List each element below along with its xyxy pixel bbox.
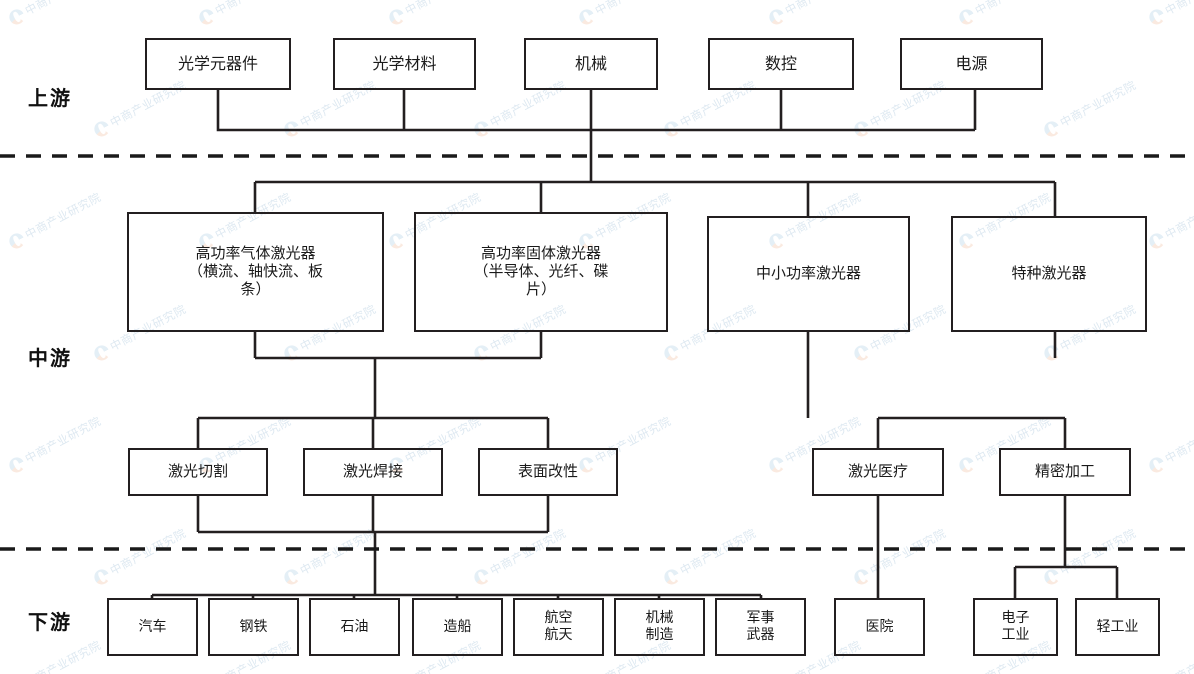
midstream-node-label: 特种激光器	[1011, 264, 1087, 283]
downstream-node-7[interactable]: 医院	[834, 598, 925, 656]
midstream-node-label: 中小功率激光器	[755, 264, 861, 283]
downstream-node-0[interactable]: 汽车	[107, 598, 198, 656]
application-node-2[interactable]: 表面改性	[478, 448, 618, 496]
application-node-3[interactable]: 激光医疗	[812, 448, 944, 496]
application-node-0[interactable]: 激光切割	[128, 448, 268, 496]
upstream-node-label: 数控	[764, 53, 797, 73]
downstream-node-label: 汽车	[138, 618, 167, 635]
downstream-node-label: 轻工业	[1096, 618, 1139, 635]
application-node-label: 表面改性	[517, 462, 578, 481]
upstream-node-2[interactable]: 机械	[524, 38, 658, 90]
downstream-node-label: 造船	[443, 618, 472, 635]
application-node-label: 激光医疗	[847, 462, 908, 481]
upstream-node-label: 光学材料	[372, 53, 437, 73]
application-node-4[interactable]: 精密加工	[999, 448, 1131, 496]
stage-label-midstream: 中游	[28, 346, 72, 370]
application-node-label: 激光焊接	[342, 462, 403, 481]
application-node-label: 激光切割	[167, 462, 228, 481]
application-node-1[interactable]: 激光焊接	[303, 448, 443, 496]
downstream-node-label: 医院	[865, 618, 894, 635]
downstream-node-label: 机械制造	[645, 610, 674, 643]
downstream-node-6[interactable]: 军事武器	[715, 598, 806, 656]
downstream-node-label: 军事武器	[746, 610, 775, 643]
midstream-node-label: 高功率固体激光器（半导体、光纤、碟片）	[473, 244, 609, 298]
downstream-node-2[interactable]: 石油	[309, 598, 400, 656]
application-node-label: 精密加工	[1034, 462, 1095, 481]
stage-label-upstream: 上游	[28, 86, 72, 110]
upstream-node-label: 电源	[955, 53, 988, 73]
downstream-node-9[interactable]: 轻工业	[1075, 598, 1160, 656]
downstream-node-label: 电子工业	[1001, 610, 1030, 643]
downstream-node-label: 钢铁	[239, 618, 268, 635]
upstream-node-1[interactable]: 光学材料	[333, 38, 476, 90]
stage-label-downstream: 下游	[28, 610, 72, 634]
midstream-node-0[interactable]: 高功率气体激光器（横流、轴快流、板条）	[127, 212, 384, 332]
downstream-node-5[interactable]: 机械制造	[614, 598, 705, 656]
upstream-node-0[interactable]: 光学元器件	[145, 38, 291, 90]
downstream-node-4[interactable]: 航空航天	[513, 598, 604, 656]
midstream-node-label: 高功率气体激光器（横流、轴快流、板条）	[187, 244, 323, 298]
downstream-node-label: 石油	[340, 618, 369, 635]
upstream-node-label: 光学元器件	[177, 53, 258, 73]
upstream-node-label: 机械	[574, 53, 607, 73]
upstream-node-4[interactable]: 电源	[900, 38, 1043, 90]
downstream-node-3[interactable]: 造船	[412, 598, 503, 656]
downstream-node-8[interactable]: 电子工业	[973, 598, 1058, 656]
downstream-node-label: 航空航天	[544, 610, 573, 643]
midstream-node-2[interactable]: 中小功率激光器	[707, 216, 910, 332]
midstream-node-3[interactable]: 特种激光器	[951, 216, 1147, 332]
midstream-node-1[interactable]: 高功率固体激光器（半导体、光纤、碟片）	[414, 212, 668, 332]
upstream-node-3[interactable]: 数控	[708, 38, 854, 90]
downstream-node-1[interactable]: 钢铁	[208, 598, 299, 656]
